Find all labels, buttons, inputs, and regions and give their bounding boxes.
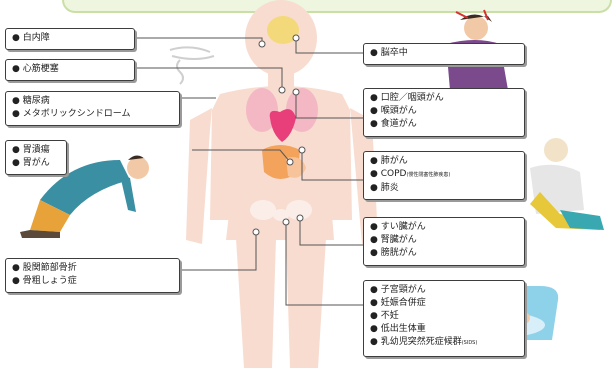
sick-person-illustration	[530, 138, 604, 230]
label-myocardial-infarction: ● 心筋梗塞	[12, 64, 59, 74]
card-reproductive: ● 子宮頸がん ● 妊娠合併症 ● 不妊 ● 低出生体重 ● 乳幼児突然死症候群…	[363, 280, 525, 357]
card-stroke: ● 脳卒中	[363, 43, 525, 65]
label-cataract: ● 白内障	[12, 33, 50, 43]
label-gastric-ulcer: ● 胃潰瘍	[12, 145, 50, 155]
label-infertility: ● 不妊	[370, 311, 399, 321]
kneeling-man-illustration	[20, 155, 149, 238]
connector-dots	[252, 34, 306, 236]
label-osteoporosis: ● 骨粗しょう症	[12, 276, 77, 286]
label-kidney-cancer: ● 腎臓がん	[370, 235, 417, 245]
organs	[246, 16, 318, 221]
label-sids: ● 乳幼児突然死症候群(SIDS)	[370, 337, 478, 347]
label-sids-note: (SIDS)	[461, 340, 478, 346]
label-copd: ● COPD(慢性閉塞性肺疾患)	[370, 169, 451, 179]
label-stomach-cancer: ● 胃がん	[12, 158, 50, 168]
label-pneumonia: ● 肺炎	[370, 183, 399, 193]
card-cataract: ● 白内障	[5, 28, 135, 50]
label-pregnancy-complications: ● 妊娠合併症	[370, 298, 426, 308]
card-femur: ● 股関節部骨折 ● 骨粗しょう症	[5, 258, 180, 293]
card-myocardial-infarction: ● 心筋梗塞	[5, 59, 135, 81]
label-oral-pharyngeal-cancer: ● 口腔／咽頭がん	[370, 93, 444, 103]
label-metabolic-syndrome: ● メタボリックシンドローム	[12, 109, 131, 119]
label-copd-note: (慢性閉塞性肺疾患)	[406, 172, 451, 178]
label-diabetes: ● 糖尿病	[12, 96, 50, 106]
label-laryngeal-cancer: ● 喉頭がん	[370, 106, 417, 116]
label-lung-cancer: ● 肺がん	[370, 156, 408, 166]
label-cervical-cancer: ● 子宮頸がん	[370, 285, 426, 295]
label-bladder-cancer: ● 膀胱がん	[370, 248, 417, 258]
label-hip-fracture: ● 股関節部骨折	[12, 263, 77, 273]
card-lung: ● 肺がん ● COPD(慢性閉塞性肺疾患) ● 肺炎	[363, 151, 525, 200]
card-pancreas: ● すい臓がん ● 腎臓がん ● 膀胱がん	[363, 217, 525, 266]
label-low-birth-weight: ● 低出生体重	[370, 324, 426, 334]
label-esophageal-cancer: ● 食道がん	[370, 119, 417, 129]
card-diabetes: ● 糖尿病 ● メタボリックシンドローム	[5, 91, 180, 126]
body-silhouette	[186, 0, 378, 368]
card-throat: ● 口腔／咽頭がん ● 喉頭がん ● 食道がん	[363, 88, 525, 137]
card-stomach: ● 胃潰瘍 ● 胃がん	[5, 140, 67, 175]
smoke-illustration	[169, 46, 215, 85]
label-pancreatic-cancer: ● すい臓がん	[370, 222, 426, 232]
label-stroke: ● 脳卒中	[370, 48, 408, 58]
